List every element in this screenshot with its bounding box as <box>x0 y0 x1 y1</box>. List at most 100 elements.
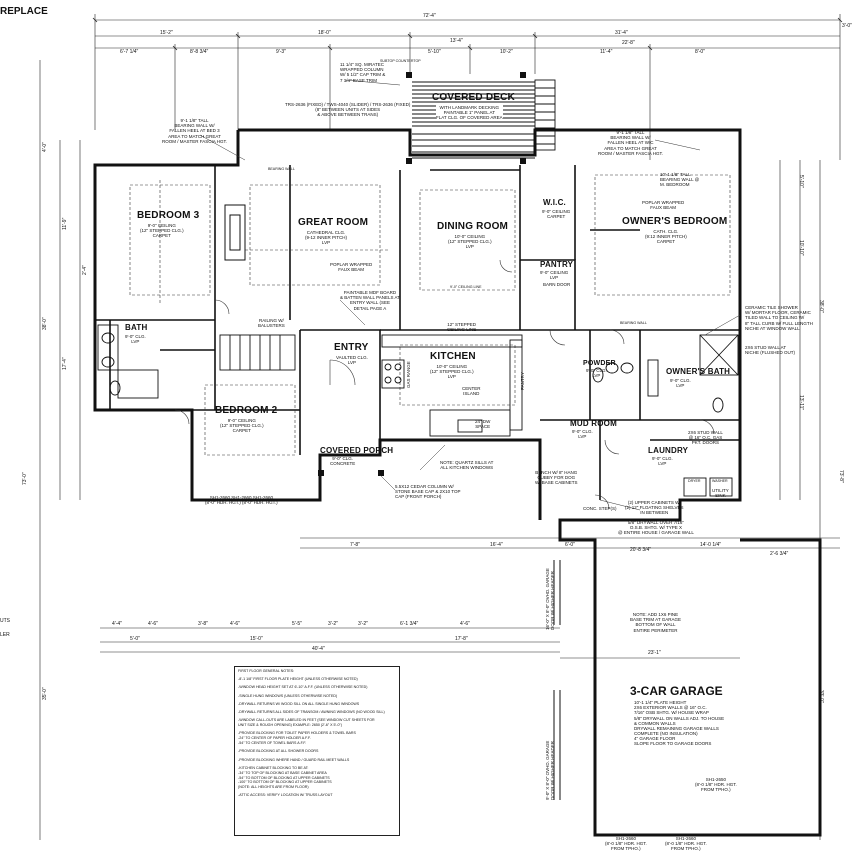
room-dining-room-detail: 10'-0" CEILING (12" STEPPED CLG.) LVP <box>448 234 492 250</box>
room-covered-deck: COVERED DECK <box>432 92 515 103</box>
room-bedroom-2: BEDROOM 2 <box>215 405 278 416</box>
room-owners-bath-detail: 9'-0" CLG. LVP <box>670 378 691 389</box>
room-mud-room-detail: 9'-0" CLG. LVP <box>572 429 593 440</box>
dim-top-b3: 5'-10" <box>428 49 441 55</box>
dim-garage-0: 7'-8" <box>350 542 360 548</box>
garage-doors <box>553 560 561 800</box>
room-great-room-detail: CATHEDRAL CLG. (9-12 INNER PITCH) LVP <box>305 230 348 246</box>
room-dining-room: DINING ROOM <box>437 221 509 232</box>
room-covered-deck-detail: WITH LANDMARK DECKING PAINTABLE 1" PANEL… <box>436 105 503 121</box>
overall-width-dim: 72'-4" <box>423 13 436 19</box>
callout-deck-windows: TRS-2636 (FIXED) / TWS-4040 (SLIDER) / T… <box>285 102 411 118</box>
callout-window-garage-3: SH1-2650 (8'-0 1/8" HDR. HGT. FROM TPHO.… <box>695 777 737 793</box>
dim-garage-3: 20'-8 3/4" <box>630 547 652 553</box>
room-entry: ENTRY <box>334 342 369 353</box>
callout-center-island: CENTER ISLAND <box>462 386 481 397</box>
deck-boards <box>412 81 535 159</box>
dim-mid-3: 4'-6" <box>230 621 240 627</box>
laundry-appliances <box>683 477 733 497</box>
room-covered-porch: COVERED PORCH <box>320 446 394 455</box>
callout-drywall-type-x: 5/8" DRYWALL OVER 7/16" O.S.B. SHTG. W/ … <box>618 520 694 536</box>
dim-left-5: 73'-0" <box>22 472 28 485</box>
dim-left-4: 17'-4" <box>62 357 68 370</box>
general-note-item: -ATTIC ACCESS: VERIFY LOCATION W/ TRUSS … <box>238 793 333 798</box>
room-pantry-detail: 9'-0" CEILING LVP <box>540 270 569 281</box>
callout-bed3-bearing-wall: 9'-1 1/8" TALL BEARING WALL W/ FALLEN HE… <box>162 118 228 144</box>
room-bath-detail: 9'-0" CLG. LVP <box>125 334 146 345</box>
dim-top-b6: 22'-8" <box>622 40 635 46</box>
dim-mid-total-0: 5'-0" <box>130 636 140 642</box>
room-powder-detail: 9'-0" CLG. LVP <box>586 368 607 379</box>
room-wic: W.I.C. <box>543 198 566 207</box>
dim-mid-5: 3'-2" <box>328 621 338 627</box>
callout-pine-base-trim: NOTE: ADD 1X6 PINE BASE TRIM AT GARAGE B… <box>630 612 682 633</box>
dim-mid-8: 4'-6" <box>460 621 470 627</box>
dim-right-5: 73'-8" <box>838 470 844 483</box>
label-bearing-wall-2: BEARING WALL <box>620 321 647 325</box>
general-note-item: -DRYWALL RETURNS ALL SIDES OF TRANSOM / … <box>238 710 385 715</box>
dim-garage-2: 6'-0" <box>565 542 575 548</box>
general-note-item: -8'-1 1/8" FIRST FLOOR PLATE HEIGHT (UNL… <box>238 677 358 682</box>
dim-mid-6: 3'-2" <box>358 621 368 627</box>
general-note-item: -DRYWALL RETURNS W/ WOOD SILL ON ALL SIN… <box>238 701 360 706</box>
room-kitchen: KITCHEN <box>430 351 476 362</box>
top-offset-dim: 3'-0" <box>842 23 852 29</box>
room-entry-detail: VAULTED CLG. LVP <box>336 355 368 366</box>
callout-barn-door: BARN DOOR <box>543 282 571 287</box>
general-note-item: -KITCHEN CABINET BLOCKING TO BE AT: -34"… <box>238 765 332 790</box>
callout-bench: BENCH W/ 8" HANG CUBBY FOR DOG W/ BASE C… <box>535 470 578 486</box>
callout-stud-wall: 2X6 STUD WALL @ 16" O.C. GAS PKT. DOORS <box>688 430 723 446</box>
dim-right-1: 10'-10" <box>798 240 804 256</box>
callout-dw-space: 24" DW SPACE <box>475 419 491 430</box>
dim-top-b7: 8'-0" <box>695 49 705 55</box>
general-note-item: -PROVIDE BLOCKING FOR TOILET PAPER HOLDE… <box>238 731 356 746</box>
callout-railing: RAILING W/ BALUSTERS <box>258 318 285 329</box>
callout-deck-column: 11 1/4" SQ. MIRATEC WRAPPED COLUMN W/ 5 … <box>340 62 386 83</box>
callout-pantry-cabinet: PANTRY <box>520 372 525 390</box>
general-note-item: -SINGLE HUNG WINDOWS (UNLESS OTHERWISE N… <box>238 693 338 698</box>
callout-gas-range: GAS RANGE <box>406 361 411 388</box>
dim-mid-total-2: 40'-4" <box>312 646 325 652</box>
general-notes-panel: FIRST FLOOR GENERAL NOTES: -8'-1 1/8" FI… <box>234 666 400 836</box>
callout-garage-door-9ft: 9'-0" X 8'-0" OVHD. GARAGE DOOR W/ HIGHE… <box>545 740 556 800</box>
room-kitchen-detail: 10'-0" CEILING (12" STEPPED CLG.) LVP <box>430 364 474 380</box>
dim-top-b0: 6'-7 1/4" <box>120 49 139 55</box>
callout-entry-wall-panels: PAINTABLE MDF BOARD & BATTEN WALL PANELS… <box>340 290 400 311</box>
general-note-item: -WINDOW CALL-OUTS ARE LABELED IN FEET (S… <box>238 718 375 728</box>
dim-garage-1: 16'-4" <box>490 542 503 548</box>
general-note-item: -WINDOW HEAD HEIGHT SET AT 6'-10" A.F.F.… <box>238 685 368 690</box>
callout-m-bedroom-bearing: 10'-1 1/8" TALL BEARING WALL @ M. BEDROO… <box>660 172 700 188</box>
porch-columns <box>318 470 384 476</box>
dim-left-0: 4'-0" <box>42 142 48 152</box>
callout-tile-shower: CERAMIC TILE SHOWER W/ MORTAR FLOOR, CER… <box>745 305 813 331</box>
callout-stepped-ceiling: 12" STEPPED CEILING LINE <box>447 322 477 333</box>
room-owners-bedroom: OWNER'S BEDROOM <box>622 216 728 227</box>
callout-window-garage-2: SH1-2660 (8'-0 1/8" HDR. HGT. FROM TPHO.… <box>665 836 707 852</box>
callout-faux-beam-owner: POPLAR WRAPPED FAUX BEAM <box>642 200 685 211</box>
fireplace <box>224 204 246 261</box>
callout-faux-beam-great: POPLAR WRAPPED FAUX BEAM <box>330 262 373 273</box>
label-ceiling-line: 9'-0" CEILING LINE <box>450 285 482 289</box>
room-pantry: PANTRY <box>540 260 574 269</box>
dimension-lines <box>39 14 841 840</box>
dim-top-a1: 18'-0" <box>318 30 331 36</box>
side-label-2: LER <box>0 632 10 638</box>
room-great-room: GREAT ROOM <box>298 217 369 228</box>
dim-top-a2: 13'-4" <box>450 38 463 44</box>
callout-conc-step: CONC. STEP(S) <box>583 506 617 511</box>
dim-right-3: 13'-11" <box>798 395 804 411</box>
room-bedroom-3: BEDROOM 3 <box>137 210 200 221</box>
room-bath: BATH <box>125 323 148 332</box>
room-owners-bath: OWNER'S BATH <box>666 367 731 376</box>
dim-left-2: 38'-0" <box>42 317 48 330</box>
general-note-item: -PROVIDE BLOCKING AT ALL SHOWER DOORS <box>238 749 319 754</box>
dim-mid-0: 4'-4" <box>112 621 122 627</box>
room-wic-detail: 9'-0" CEILING CARPET <box>542 209 571 220</box>
general-notes-title: FIRST FLOOR GENERAL NOTES: <box>238 669 295 673</box>
room-laundry-detail: 9'-0" CLG. LVP <box>652 456 673 467</box>
dim-top-a0: 15'-2" <box>160 30 173 36</box>
deck-stairs <box>534 79 556 151</box>
room-powder: POWDER <box>583 360 616 367</box>
side-label-1: UTS <box>0 618 10 624</box>
